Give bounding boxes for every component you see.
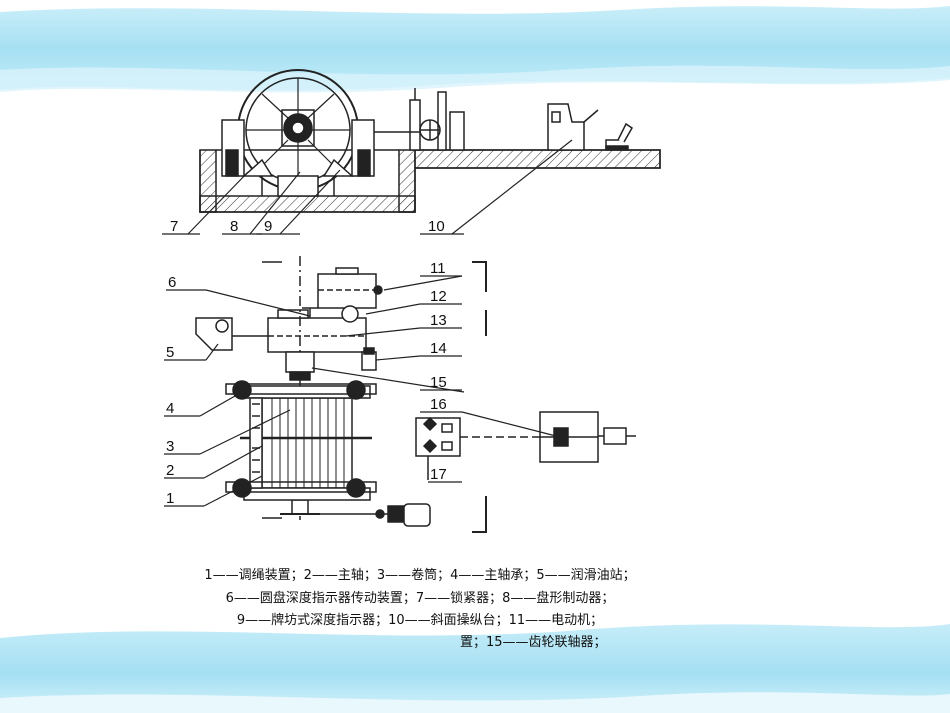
drum-plan: [240, 385, 372, 501]
callout-2: 2: [166, 462, 174, 479]
legend-line-3: 9——牌坊式深度指示器；10——斜面操纵台；11——电动机；: [236, 613, 604, 628]
callout-12: 12: [430, 288, 447, 305]
bottom-decorative-band: [0, 624, 950, 713]
motor-plan: [317, 267, 383, 309]
hydraulic-panel-detail: [415, 416, 461, 480]
callout-16: 16: [430, 396, 447, 413]
disc-brake-detail: [460, 411, 636, 463]
callout-9: 9: [264, 218, 272, 235]
plan-bracket-right: [472, 261, 487, 533]
callout-1: 1: [166, 490, 174, 507]
operator-console: [547, 103, 633, 151]
callout-11: 11: [430, 260, 446, 277]
brake-stands: [221, 119, 375, 197]
top-leader-lines: [162, 139, 573, 235]
legend-line-4: 置；15——齿轮联轴器；: [460, 635, 607, 650]
callout-5: 5: [166, 344, 174, 361]
callout-8: 8: [230, 218, 238, 235]
callout-10: 10: [428, 218, 445, 235]
callout-6: 6: [168, 274, 176, 291]
legend-line-1: 1——调绳装置；2——主轴；3——卷筒；4——主轴承；5——润滑油站；: [204, 568, 636, 583]
callout-15: 15: [430, 374, 447, 391]
callout-3: 3: [166, 438, 174, 455]
legend-line-2: 6——圆盘深度指示器传动装置；7——锁紧器；8——盘形制动器；: [225, 591, 615, 606]
top-decorative-band: [0, 6, 950, 93]
depth-indicator-column: [374, 88, 465, 151]
foundation-section: [199, 149, 661, 213]
plan-leader-lines: [164, 275, 557, 507]
callout-4: 4: [166, 400, 174, 417]
plan-bracket-left: [262, 261, 282, 519]
gear-reducer-plan: [267, 305, 377, 371]
callout-14: 14: [430, 340, 447, 357]
callout-17: 17: [430, 466, 447, 483]
callout-13: 13: [430, 312, 447, 329]
lubrication-station-plan: [195, 317, 268, 351]
callout-7: 7: [170, 218, 178, 235]
callout-labels: 7 8 9 10 6 5 4 3 2 1 11 12 13 14 15 16 1…: [166, 218, 447, 507]
auxiliary-motor-plan: [300, 503, 431, 527]
